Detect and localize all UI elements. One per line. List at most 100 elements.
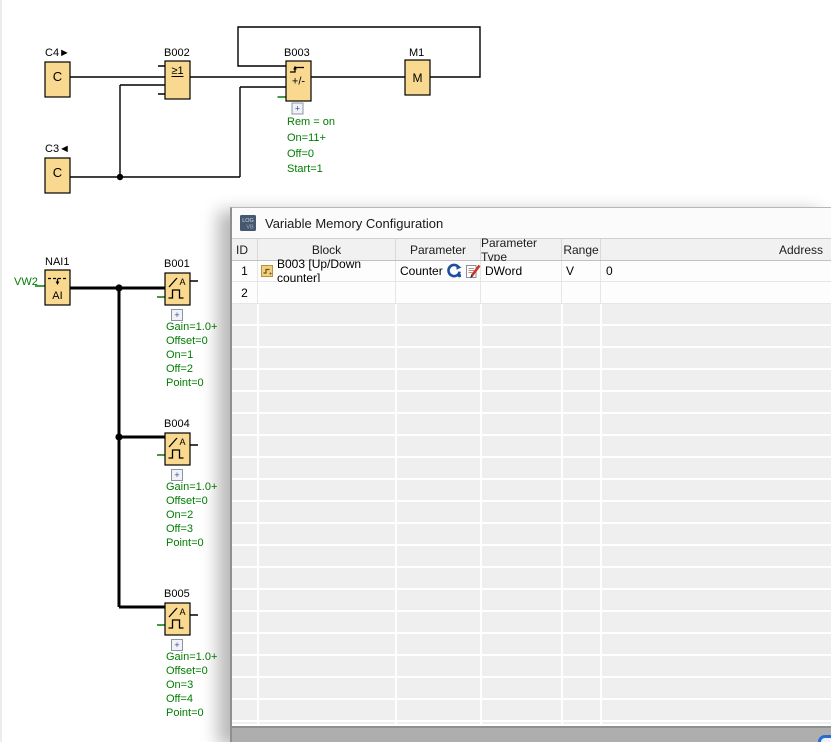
col-header-range: Range bbox=[562, 239, 601, 260]
ok-button-corner[interactable] bbox=[818, 735, 831, 742]
stub-b002-inputs bbox=[158, 66, 165, 94]
block-label-b001: B001 bbox=[164, 258, 190, 270]
parameter-cell-text: Counter bbox=[400, 264, 443, 278]
param-line: Offset=0 bbox=[166, 665, 208, 677]
grid-column-separator bbox=[480, 304, 482, 724]
params-b003: Rem = on On=11+ Off=0 Start=1 bbox=[287, 116, 335, 175]
plus-icon[interactable]: + bbox=[174, 470, 179, 480]
block-label-b003: B003 bbox=[284, 47, 310, 59]
plus-icon[interactable]: + bbox=[174, 310, 179, 320]
param-line: On=11+ bbox=[287, 132, 326, 144]
cell-range[interactable]: V bbox=[562, 261, 601, 281]
param-line: On=2 bbox=[166, 509, 193, 521]
cell-parameter[interactable] bbox=[396, 282, 481, 303]
params-b004: Gain=1.0+ Offset=0 On=2 Off=3 Point=0 bbox=[166, 481, 217, 549]
dialog-titlebar[interactable]: LOG VB Variable Memory Configuration bbox=[232, 208, 831, 239]
junction-dot bbox=[117, 174, 123, 180]
params-b001: Gain=1.0+ Offset=0 On=1 Off=2 Point=0 bbox=[166, 321, 217, 389]
param-line: Rem = on bbox=[287, 116, 335, 128]
param-line: Off=4 bbox=[166, 693, 193, 705]
variable-memory-dialog: LOG VB Variable Memory Configuration ID … bbox=[230, 207, 831, 742]
analog-trigger-symbol: A bbox=[179, 437, 185, 447]
expand-toggle-b005[interactable]: + bbox=[172, 640, 183, 651]
junction-dot bbox=[115, 284, 122, 291]
block-b001[interactable] bbox=[165, 273, 190, 305]
updown-symbol: +/- bbox=[292, 76, 305, 88]
block-label-c3: C3◄ bbox=[45, 143, 70, 155]
svg-text:LOG: LOG bbox=[242, 218, 254, 224]
param-line: On=3 bbox=[166, 679, 193, 691]
input-ref-label-vw2: VW2 bbox=[14, 276, 38, 288]
cell-parameter-type[interactable]: DWord bbox=[481, 261, 562, 281]
app-logo-icon: LOG VB bbox=[240, 215, 256, 231]
param-line: Off=0 bbox=[287, 148, 314, 160]
col-header-address: Address bbox=[601, 239, 831, 260]
col-header-id: ID bbox=[232, 239, 258, 260]
block-label-nai1: NAI1 bbox=[45, 256, 69, 268]
cell-id: 2 bbox=[232, 282, 258, 303]
param-line: Point=0 bbox=[166, 537, 204, 549]
table-row[interactable]: 2 bbox=[232, 282, 831, 304]
analog-input-symbol: AI bbox=[52, 290, 62, 302]
junction-dot bbox=[115, 433, 122, 440]
block-cell-text: B003 [Up/Down counter] bbox=[277, 257, 395, 285]
block-b005[interactable] bbox=[165, 603, 190, 635]
block-label-m1: M1 bbox=[409, 47, 424, 59]
param-line: Point=0 bbox=[166, 707, 204, 719]
grid-column-separator bbox=[561, 304, 563, 724]
marker-symbol: M bbox=[413, 71, 423, 85]
col-header-parameter: Parameter bbox=[396, 239, 481, 260]
counter-symbol: C bbox=[53, 69, 62, 84]
counter-symbol: C bbox=[53, 165, 62, 180]
param-line: Off=3 bbox=[166, 523, 193, 535]
cycle-refresh-icon[interactable] bbox=[446, 263, 462, 279]
wire-c3-b003 bbox=[70, 87, 286, 177]
param-line: Start=1 bbox=[287, 163, 323, 175]
cell-id: 1 bbox=[232, 261, 258, 281]
param-line: Point=0 bbox=[166, 377, 204, 389]
svg-text:VB: VB bbox=[246, 225, 254, 231]
expand-toggle-b004[interactable]: + bbox=[172, 470, 183, 481]
wire-m1-feedback bbox=[238, 27, 480, 77]
wire-c3-b002 bbox=[120, 85, 165, 177]
cell-parameter-type[interactable] bbox=[481, 282, 562, 303]
cell-block[interactable] bbox=[258, 282, 396, 303]
grid-column-separator bbox=[600, 304, 602, 724]
block-label-b004: B004 bbox=[164, 418, 190, 430]
params-b005: Gain=1.0+ Offset=0 On=3 Off=4 Point=0 bbox=[166, 651, 217, 719]
or-symbol: ≥1 bbox=[171, 65, 183, 77]
grid-column-separator bbox=[257, 304, 259, 724]
param-line: Gain=1.0+ bbox=[166, 651, 217, 663]
cell-block[interactable]: B003 [Up/Down counter] bbox=[258, 261, 396, 281]
block-b004[interactable] bbox=[165, 433, 190, 465]
plus-icon[interactable]: + bbox=[295, 104, 300, 114]
dialog-title: Variable Memory Configuration bbox=[265, 216, 443, 231]
param-line: Off=2 bbox=[166, 363, 193, 375]
param-line: Offset=0 bbox=[166, 495, 208, 507]
param-line: On=1 bbox=[166, 349, 193, 361]
cell-range[interactable] bbox=[562, 282, 601, 303]
wire-nai1-branch bbox=[119, 288, 165, 607]
edit-pencil-icon[interactable] bbox=[465, 263, 481, 279]
cell-address[interactable]: 0 bbox=[601, 261, 831, 281]
analog-wires bbox=[70, 288, 165, 607]
table-row[interactable]: 1 B003 [Up/Down counter] Counter bbox=[232, 261, 831, 282]
dialog-bottom-band bbox=[232, 724, 831, 742]
block-label-b005: B005 bbox=[164, 588, 190, 600]
param-line: Gain=1.0+ bbox=[166, 481, 217, 493]
block-type-icon bbox=[261, 265, 273, 277]
grid-column-separator bbox=[395, 304, 397, 724]
cell-parameter[interactable]: Counter bbox=[396, 261, 481, 281]
param-line: Offset=0 bbox=[166, 335, 208, 347]
analog-trigger-symbol: A bbox=[179, 607, 185, 617]
block-label-b002: B002 bbox=[164, 47, 190, 59]
plus-icon[interactable]: + bbox=[174, 640, 179, 650]
empty-grid-area bbox=[232, 304, 831, 724]
param-line: Gain=1.0+ bbox=[166, 321, 217, 333]
col-header-parameter-type: Parameter Type bbox=[481, 239, 562, 260]
expand-toggle-b003[interactable]: + bbox=[292, 103, 303, 114]
cell-address[interactable] bbox=[601, 282, 831, 303]
expand-toggle-b001[interactable]: + bbox=[172, 310, 183, 321]
analog-trigger-symbol: A bbox=[179, 277, 185, 287]
